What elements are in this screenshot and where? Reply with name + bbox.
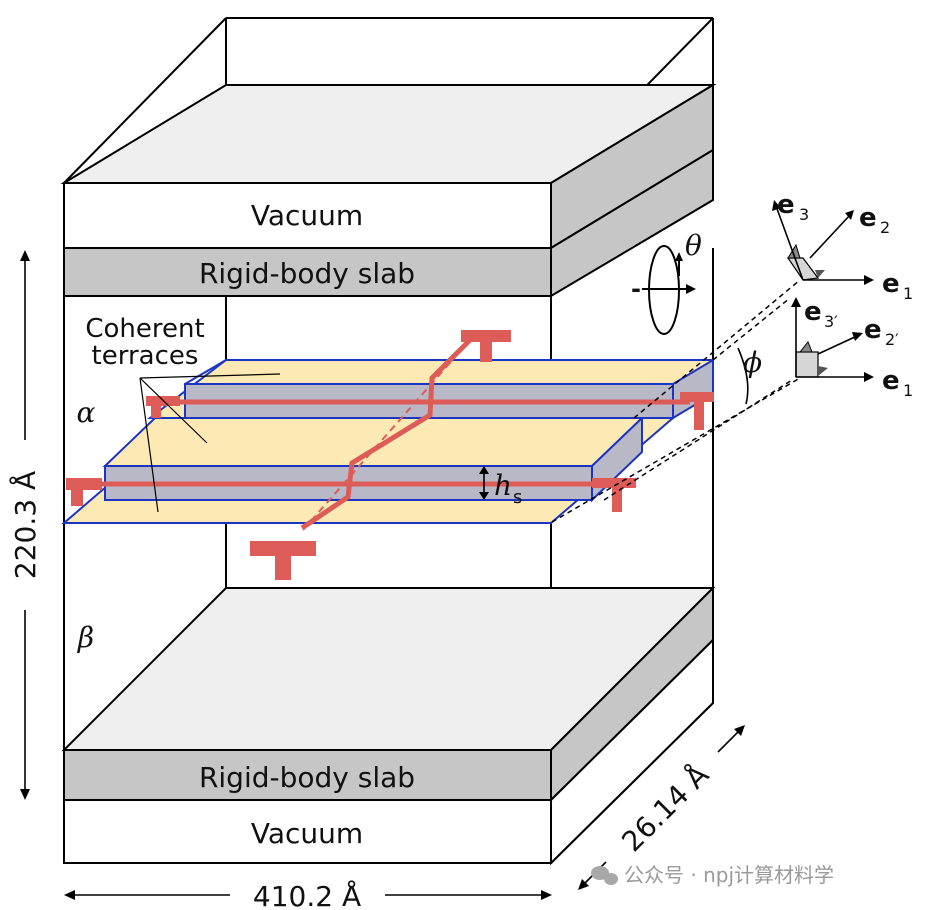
frame-top-e3-sub: 3: [799, 205, 809, 224]
lower-terrace: [61, 415, 676, 524]
frame-bottom-e2-sub: 2′: [885, 330, 899, 349]
frame-bottom-e1: e: [882, 366, 900, 396]
height-dimension: [20, 250, 30, 800]
bottom-vacuum-front: [63, 799, 552, 864]
coherent-terraces-label-line1: Coherent: [85, 314, 204, 344]
step-height-arrow: [479, 466, 489, 500]
alpha-phase-label: α: [77, 396, 96, 429]
frame-bottom-e3: e: [804, 297, 822, 327]
bottom-vacuum-side: [550, 637, 714, 866]
dislocation-t-right-upper: [680, 392, 714, 430]
frame-top-e2: e: [859, 203, 877, 233]
frame-bottom-e2: e: [864, 315, 882, 345]
beta-phase-label: β: [77, 621, 94, 654]
frame-bottom-e1-sub: 1: [903, 381, 913, 400]
lower-step-top: [102, 417, 645, 467]
bottom-frame-cube: [795, 351, 819, 378]
dislocation-t-top: [461, 330, 511, 362]
upper-step-top-edge: [184, 359, 227, 385]
phi-label: ϕ: [743, 346, 762, 379]
frame-bottom-e3-sub: 3′: [824, 312, 838, 331]
top-vacuum-front: [63, 182, 552, 249]
slab-top-label: Rigid-body slab: [199, 257, 415, 290]
dislocation-t-bottom: [250, 541, 316, 580]
bottom-slab-front: [63, 749, 552, 801]
vacuum-bottom-label: Vacuum: [251, 817, 363, 850]
phi-arc: [737, 347, 749, 405]
bottom-slab-group: [61, 585, 716, 866]
width-dimension: [64, 890, 552, 900]
minus-sign: -: [631, 275, 641, 303]
frame-top-e2-sub: 2: [880, 218, 890, 237]
dashed-dislocation-guide: [302, 339, 471, 531]
frame-top-e1-sub: 1: [903, 284, 913, 303]
top-slab-group: [60, 83, 717, 298]
top-coordinate-frame: e 3 e 2 e 1: [772, 190, 913, 303]
frame-top-e3: e: [777, 190, 795, 220]
phi-angle-lines: [551, 279, 801, 523]
rotation-theta-icon: [642, 245, 696, 335]
step-height-subscript: s: [513, 487, 522, 508]
dislocation-t-right-lower: [592, 478, 636, 512]
wechat-icon: [591, 866, 618, 885]
height-dimension-label: 220.3 Å: [8, 471, 42, 579]
vacuum-top-label: Vacuum: [251, 199, 363, 232]
theta-label: θ: [685, 229, 702, 262]
watermark: 公众号 · npj计算材料学: [591, 863, 834, 887]
width-dimension-label: 410.2 Å: [253, 879, 361, 910]
diagonal-dislocation: [300, 338, 472, 531]
top-slab-front: [63, 247, 552, 297]
coherent-terraces-label-line2: terraces: [92, 341, 199, 371]
bottom-coordinate-frame: e 3′ e 2′ e 1: [791, 297, 913, 400]
coherent-terraces-pointer-lines: [139, 373, 281, 513]
step-height-label: h: [494, 469, 512, 502]
top-frame-cube: [786, 257, 820, 281]
frame-top-e1: e: [882, 269, 900, 299]
dislocation-t-left-lower: [66, 478, 102, 506]
slab-bottom-label: Rigid-body slab: [199, 761, 415, 794]
watermark-text: 公众号 · npj计算材料学: [624, 863, 834, 887]
